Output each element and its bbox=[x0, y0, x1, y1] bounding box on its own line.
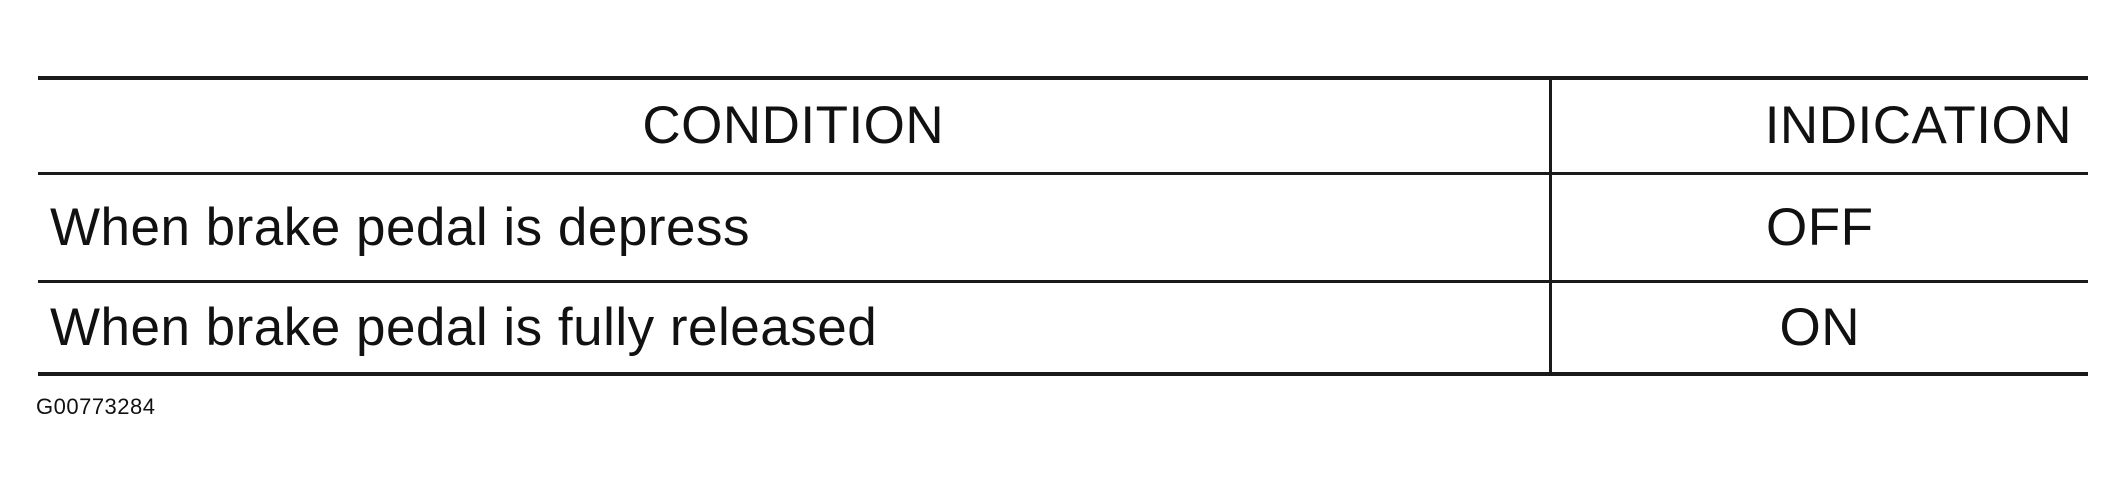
table-body: When brake pedal is depress OFF When bra… bbox=[38, 173, 2088, 376]
header-row: CONDITION INDICATION bbox=[38, 76, 2088, 175]
indication-cell: ON bbox=[1550, 281, 2088, 376]
table-header: CONDITION INDICATION bbox=[38, 76, 2088, 175]
indication-cell: OFF bbox=[1550, 173, 2088, 283]
condition-column-header: CONDITION bbox=[38, 76, 1552, 175]
condition-cell: When brake pedal is depress bbox=[38, 173, 1552, 283]
table-row: When brake pedal is fully released ON bbox=[38, 281, 2088, 376]
table-row: When brake pedal is depress OFF bbox=[38, 173, 2088, 283]
indication-column-header: INDICATION bbox=[1550, 76, 2088, 175]
brake-switch-indication-table: CONDITION INDICATION When brake pedal is… bbox=[38, 76, 2088, 376]
figure-id-label: G00773284 bbox=[36, 394, 156, 419]
condition-cell: When brake pedal is fully released bbox=[38, 281, 1552, 376]
